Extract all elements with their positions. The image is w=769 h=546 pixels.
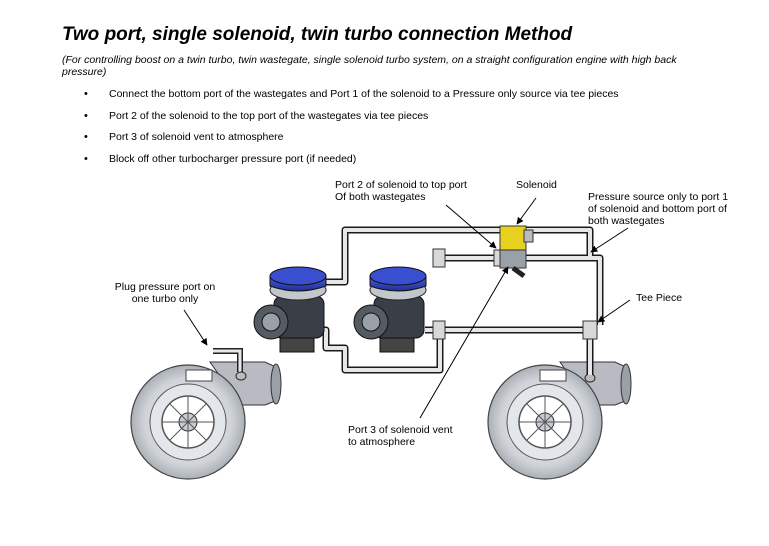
pressure-source-label: Pressure source only to port 1 of soleno… xyxy=(588,191,729,227)
instruction-item: Port 3 of solenoid vent to atmosphere xyxy=(84,130,619,152)
leader-arrows xyxy=(183,197,631,419)
port3-label: Port 3 of solenoid vent to atmosphere xyxy=(348,424,453,448)
plug-port-label: Plug pressure port on one turbo only xyxy=(114,281,216,305)
solenoid-valve xyxy=(499,225,534,279)
page-title: Two port, single solenoid, twin turbo co… xyxy=(62,24,573,45)
port2-label: Port 2 of solenoid to top port Of both w… xyxy=(335,179,467,203)
solenoid-label: Solenoid xyxy=(516,179,557,191)
right-turbocharger xyxy=(487,361,632,480)
instruction-item: Port 2 of the solenoid to the top port o… xyxy=(84,109,619,131)
instruction-item: Block off other turbocharger pressure po… xyxy=(84,152,619,174)
instruction-item: Connect the bottom port of the wastegate… xyxy=(84,87,619,109)
hose-lines xyxy=(318,226,604,375)
page-subtitle: (For controlling boost on a twin turbo, … xyxy=(62,54,677,78)
tee-piece-label: Tee Piece xyxy=(636,292,683,304)
right-wastegate xyxy=(353,266,427,353)
instruction-list: Connect the bottom port of the wastegate… xyxy=(84,87,619,173)
left-wastegate xyxy=(253,266,327,353)
left-turbocharger xyxy=(130,348,282,480)
